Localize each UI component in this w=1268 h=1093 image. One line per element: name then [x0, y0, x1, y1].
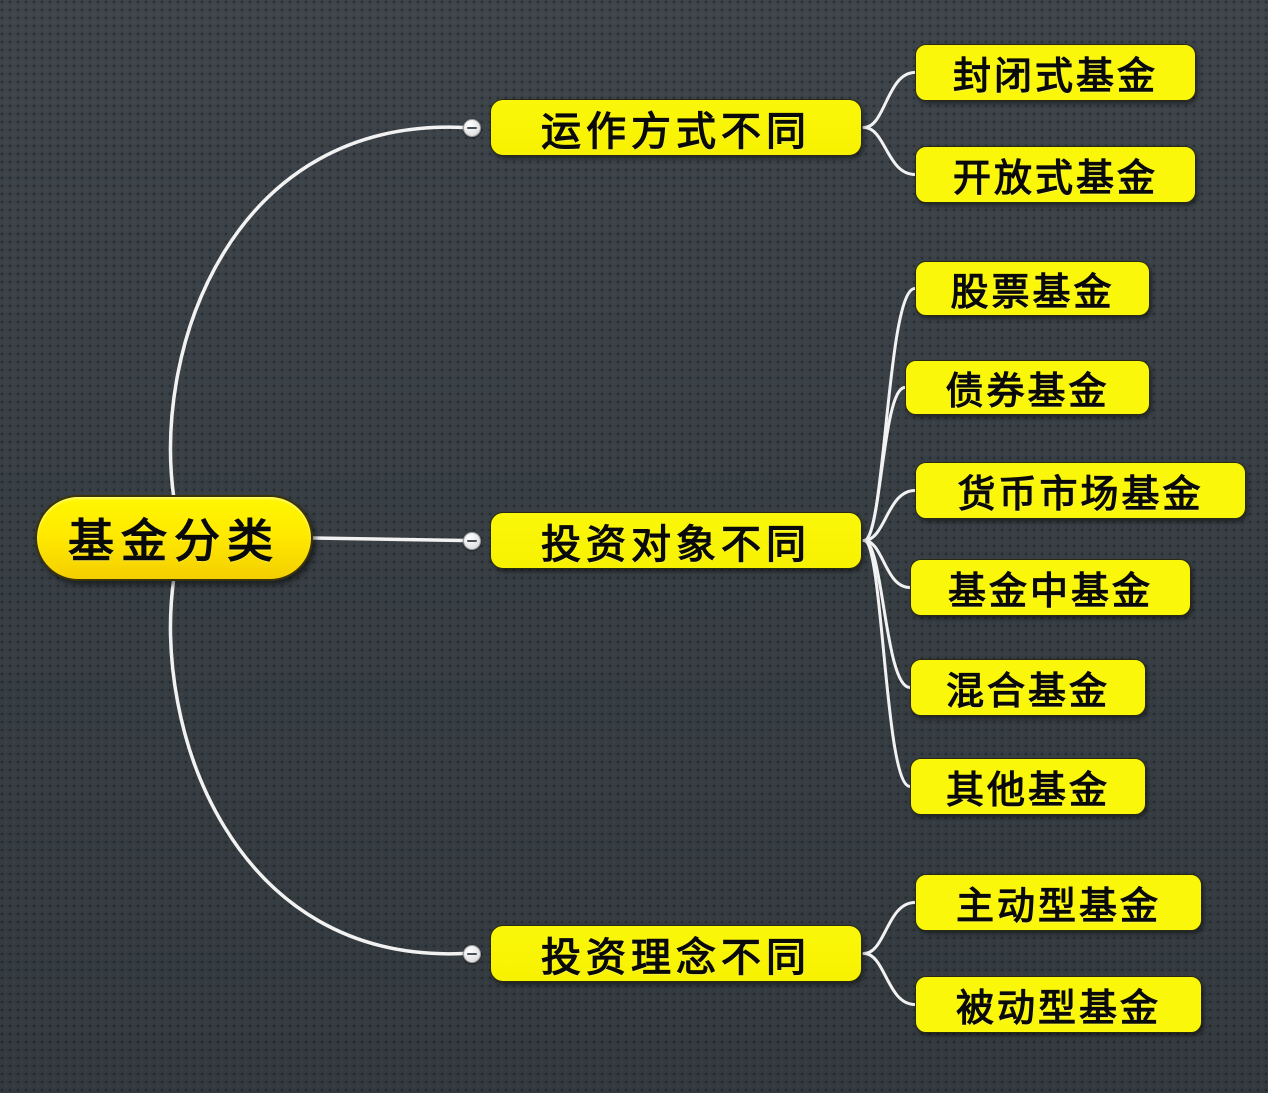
branch-node-0-label: 运作方式不同: [541, 108, 811, 155]
branch-node-2-label: 投资理念不同: [541, 934, 811, 981]
branch-node-0[interactable]: 运作方式不同: [490, 99, 862, 156]
leaf-edge-2-0: [862, 901, 917, 955]
leaf-edge-1-0: [862, 287, 917, 542]
trunk-edge-1: [311, 536, 465, 543]
leaf-node-1-5-label: 其他基金: [945, 768, 1110, 812]
collapse-toggle-2[interactable]: [463, 944, 481, 963]
leaf-node-1-0-label: 股票基金: [950, 270, 1115, 314]
branch-node-1-label: 投资对象不同: [541, 521, 811, 568]
leaf-edge-1-3: [862, 539, 912, 589]
leaf-node-2-1[interactable]: 被动型基金: [915, 976, 1202, 1033]
leaf-node-1-3[interactable]: 基金中基金: [910, 559, 1191, 616]
trunk-edge-0: [168, 125, 465, 501]
leaf-edge-2-1: [862, 952, 917, 1006]
mindmap-root-node[interactable]: 基金分类: [35, 495, 313, 581]
leaf-node-1-0[interactable]: 股票基金: [915, 261, 1150, 316]
leaf-node-0-1-label: 开放式基金: [952, 156, 1158, 200]
leaf-edge-1-5: [862, 539, 912, 788]
leaf-edge-1-2: [862, 489, 917, 542]
leaf-node-2-1-label: 被动型基金: [955, 986, 1161, 1030]
leaf-node-1-4[interactable]: 混合基金: [910, 659, 1146, 716]
leaf-node-0-0-label: 封闭式基金: [952, 54, 1158, 98]
leaf-edge-1-4: [862, 539, 912, 689]
leaf-node-1-5[interactable]: 其他基金: [910, 758, 1146, 815]
leaf-node-2-0-label: 主动型基金: [955, 884, 1161, 928]
leaf-node-1-2-label: 货币市场基金: [957, 472, 1204, 516]
leaf-node-1-1[interactable]: 债券基金: [905, 360, 1150, 415]
leaf-node-1-4-label: 混合基金: [945, 669, 1110, 713]
leaf-edge-0-0: [862, 71, 917, 129]
leaf-node-1-1-label: 债券基金: [945, 369, 1110, 413]
collapse-toggle-1[interactable]: [463, 531, 481, 550]
leaf-node-0-1[interactable]: 开放式基金: [915, 146, 1196, 203]
leaf-edge-0-1: [862, 126, 917, 176]
leaf-node-1-3-label: 基金中基金: [947, 569, 1153, 613]
leaf-node-0-0[interactable]: 封闭式基金: [915, 44, 1196, 101]
leaf-edge-1-1: [862, 386, 907, 542]
collapse-toggle-0[interactable]: [463, 118, 481, 137]
trunk-edge-2: [168, 575, 465, 956]
leaf-node-1-2[interactable]: 货币市场基金: [915, 462, 1246, 519]
branch-node-1[interactable]: 投资对象不同: [490, 512, 862, 569]
mindmap-root-label: 基金分类: [68, 514, 280, 568]
leaf-node-2-0[interactable]: 主动型基金: [915, 874, 1202, 931]
branch-node-2[interactable]: 投资理念不同: [490, 925, 862, 982]
